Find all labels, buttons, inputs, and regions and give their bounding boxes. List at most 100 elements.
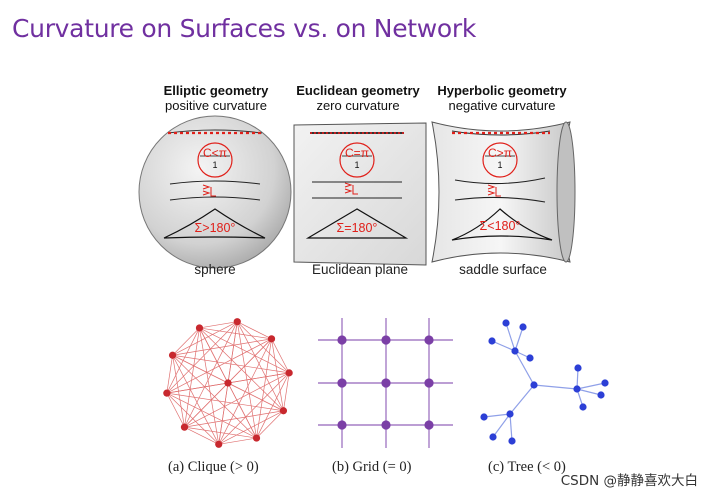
tree-node	[511, 347, 519, 355]
clique-node	[180, 423, 189, 431]
clique-edge	[199, 327, 229, 384]
tree-node	[601, 379, 609, 387]
clique-node	[168, 351, 177, 359]
clique-graph	[163, 318, 293, 448]
grid-node	[381, 378, 391, 388]
clique-node	[233, 318, 241, 326]
clique-edge	[199, 327, 290, 374]
tree-edge	[514, 326, 524, 352]
tree-edge	[514, 350, 535, 386]
clique-edge	[227, 372, 290, 384]
clique-edge	[227, 338, 272, 384]
grid-node	[381, 420, 391, 430]
tree-node	[519, 323, 527, 331]
clique-edge	[199, 321, 238, 329]
sphere-panel	[138, 115, 292, 269]
saddle-circle-label: C>π	[488, 146, 512, 160]
grid-node	[424, 335, 434, 345]
grid-node	[337, 378, 347, 388]
tree-node	[573, 385, 581, 393]
clique-edge	[236, 321, 284, 411]
clique-edge	[172, 327, 200, 356]
clique-node	[285, 369, 293, 377]
watermark: CSDN @静静喜欢大白	[560, 473, 698, 489]
grid-node	[424, 420, 434, 430]
grid-graph	[318, 318, 453, 448]
clique-node	[224, 379, 232, 387]
grid-caption: (b) Grid (= 0)	[332, 459, 412, 475]
clique-node	[215, 440, 223, 448]
clique-edge	[172, 338, 272, 356]
tree-node	[579, 403, 587, 411]
tree-edge	[576, 382, 606, 390]
sphere-circle-label: C<π	[203, 146, 227, 160]
elliptic-subheading: positive curvature	[165, 98, 267, 113]
hyperbolic-header: Hyperbolic geometry negative curvature	[428, 83, 576, 113]
tree-edge	[533, 384, 578, 390]
tree-edge	[505, 322, 516, 352]
clique-edge	[271, 338, 290, 374]
plane-triangle-label: Σ=180°	[337, 221, 378, 235]
clique-node	[267, 335, 276, 343]
clique-edge	[227, 382, 284, 412]
hyperbolic-heading: Hyperbolic geometry	[437, 83, 567, 98]
elliptic-heading: Elliptic geometry	[163, 83, 269, 98]
plane-circle-label: C=π	[345, 146, 369, 160]
tree-edge	[483, 413, 511, 418]
clique-edge	[166, 355, 173, 394]
clique-edge	[184, 327, 200, 428]
grid-node	[424, 378, 434, 388]
saddle-triangle-label: Σ<180°	[480, 219, 521, 233]
clique-caption: (a) Clique (> 0)	[168, 459, 259, 475]
sphere-triangle-label: Σ>180°	[195, 221, 236, 235]
tree-graph	[480, 319, 609, 445]
tree-node	[530, 381, 538, 389]
clique-edge	[166, 321, 238, 394]
clique-edge	[172, 354, 229, 384]
tree-edge	[491, 340, 516, 352]
tree-edge	[509, 413, 513, 442]
clique-edge	[166, 382, 229, 394]
clique-edge	[283, 372, 290, 411]
clique-edge	[218, 382, 229, 445]
grid-node	[337, 335, 347, 345]
clique-edge	[172, 354, 290, 374]
grid-node	[381, 335, 391, 345]
clique-node	[163, 389, 171, 397]
sphere-caption: sphere	[194, 262, 236, 277]
euclidean-subheading: zero curvature	[316, 98, 400, 113]
clique-edge	[256, 338, 272, 439]
euclidean-header: Euclidean geometry zero curvature	[286, 83, 430, 113]
tree-node	[480, 413, 488, 421]
clique-node	[195, 324, 204, 332]
plane-radius-label: 1	[354, 160, 359, 170]
tree-node	[502, 319, 510, 327]
euclidean-heading: Euclidean geometry	[296, 83, 420, 98]
tree-node	[506, 410, 514, 418]
slide-title: Curvature on Surfaces vs. on Network	[12, 14, 477, 43]
clique-edge	[199, 327, 284, 412]
clique-edge	[184, 382, 229, 428]
saddle-radius-label: 1	[497, 160, 502, 170]
hyperbolic-subheading: negative curvature	[448, 98, 556, 113]
clique-edge	[218, 372, 290, 445]
saddle-panel	[431, 121, 576, 263]
plane-panel	[293, 122, 427, 266]
clique-edge	[218, 437, 257, 445]
tree-edge	[576, 388, 602, 396]
elliptic-header: Elliptic geometry positive curvature	[148, 83, 284, 113]
clique-edge	[237, 321, 272, 340]
clique-edge	[184, 426, 219, 445]
grid-node	[337, 420, 347, 430]
clique-node	[279, 407, 288, 415]
clique-edge	[199, 327, 272, 340]
tree-node	[508, 437, 516, 445]
tree-node	[526, 354, 534, 362]
tree-caption: (c) Tree (< 0)	[488, 459, 566, 475]
plane-caption: Euclidean plane	[311, 262, 409, 277]
clique-edge	[256, 410, 284, 439]
clique-edge	[184, 410, 284, 428]
saddle-caption: saddle surface	[459, 262, 547, 277]
tree-node	[597, 391, 605, 399]
